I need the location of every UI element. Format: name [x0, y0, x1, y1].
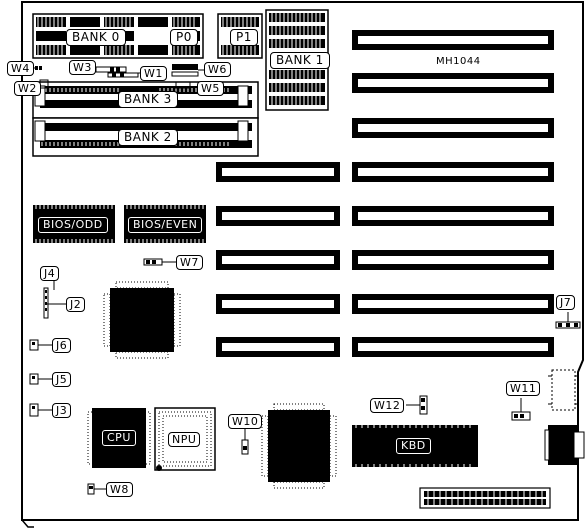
- kbd-label: KBD: [396, 438, 431, 454]
- jumper-w10-label: W10: [228, 414, 263, 429]
- chipset-square-chip: [103, 281, 181, 359]
- npu-label: NPU: [168, 432, 201, 447]
- bank-3-label: BANK 3: [118, 91, 178, 108]
- p1-label: P1: [230, 29, 258, 46]
- jumper-w4-label: W4: [7, 61, 34, 76]
- cpu-label: CPU: [102, 430, 136, 446]
- jumper-w7-label: W7: [176, 255, 203, 270]
- board-model-label: MH1044: [436, 56, 481, 67]
- keyboard-connector: [544, 425, 585, 465]
- jumper-w6-label: W6: [204, 62, 231, 77]
- bank-2-label: BANK 2: [118, 129, 178, 146]
- bank-1-label: BANK 1: [270, 52, 330, 69]
- jumper-w2-label: W2: [14, 81, 41, 96]
- jumper-w12-label: W12: [370, 398, 405, 413]
- jumper-w1-label: W1: [140, 66, 167, 81]
- jumper-w11-label: W11: [506, 381, 541, 396]
- p0-label: P0: [170, 29, 198, 46]
- bank-0-label: BANK 0: [66, 29, 126, 46]
- connector-j3-label: J3: [52, 403, 72, 418]
- jumper-w8-label: W8: [106, 482, 133, 497]
- bios-even-label: BIOS/EVEN: [128, 217, 203, 233]
- connector-j5-label: J5: [52, 372, 72, 387]
- controller-square-chip: [261, 403, 337, 489]
- jumper-blocks: [29, 64, 581, 495]
- jumper-w5-label: W5: [197, 81, 224, 96]
- connector-j4-label: J4: [40, 266, 60, 281]
- connector-j2-label: J2: [66, 297, 86, 312]
- connector-j6-label: J6: [52, 338, 72, 353]
- bios-odd-label: BIOS/ODD: [38, 217, 108, 233]
- battery-outline: [548, 369, 579, 411]
- power-connector: [419, 487, 551, 509]
- jumper-w3-label: W3: [69, 60, 96, 75]
- connector-j7-label: J7: [556, 295, 576, 310]
